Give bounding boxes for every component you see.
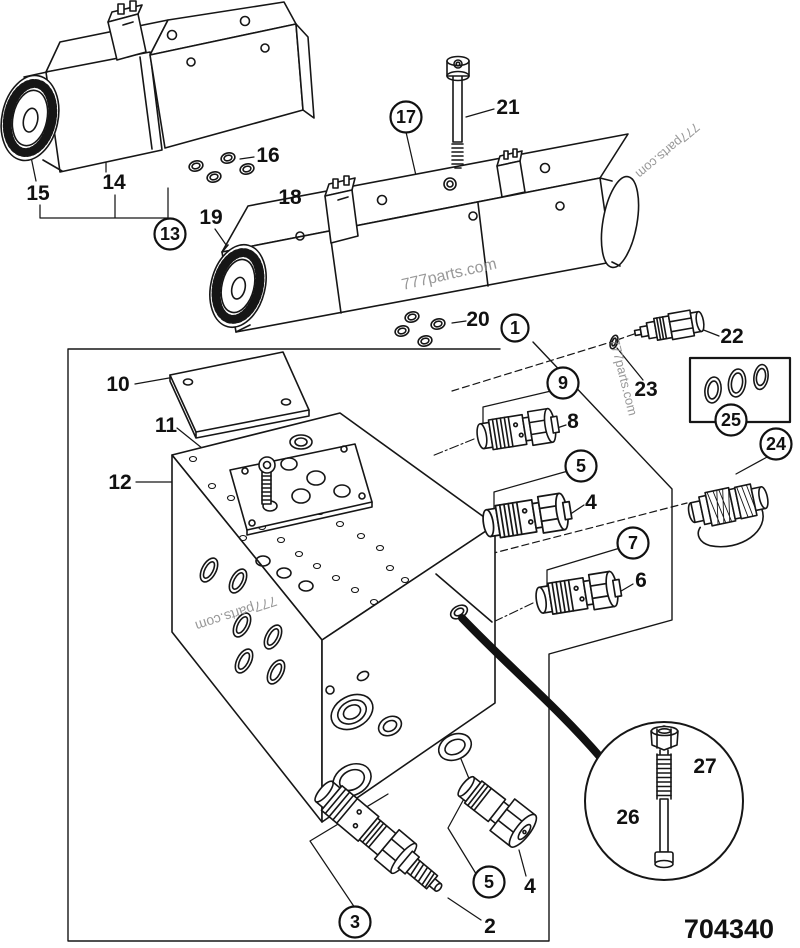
callout-23: 23 xyxy=(634,378,657,401)
callout-circle-5b xyxy=(472,865,506,899)
callout-12: 12 xyxy=(108,471,131,494)
callout-15: 15 xyxy=(26,182,50,205)
callout-21b: 21 xyxy=(496,96,520,119)
callout-circle-7 xyxy=(616,526,650,560)
callout-17: 17 xyxy=(396,107,416,127)
solenoid-valve-main xyxy=(209,133,640,333)
callout-14: 14 xyxy=(102,171,126,194)
solenoid-valve-top xyxy=(0,0,315,173)
callout-3: 3 xyxy=(350,912,360,932)
coupler-24 xyxy=(687,483,769,548)
inset-detail-circle xyxy=(584,721,744,881)
bolt-21 xyxy=(446,55,470,169)
callout-circle-24 xyxy=(759,427,793,461)
stud-26 xyxy=(654,749,674,869)
dashed-leader-lines xyxy=(451,333,688,555)
part-number: 704340 xyxy=(684,914,774,944)
callout-4-mid: 4 xyxy=(585,491,597,514)
callout-26: 26 xyxy=(616,806,639,829)
o-ring-23 xyxy=(609,334,619,350)
o-rings-16 xyxy=(188,152,255,183)
callout-8: 8 xyxy=(567,410,579,433)
pilot-valve-22 xyxy=(633,309,705,341)
callout-27: 27 xyxy=(693,755,716,778)
o-rings-20 xyxy=(394,311,446,347)
callout-circle-25 xyxy=(714,403,748,437)
magnifier-leader xyxy=(458,614,605,762)
cartridge-valve-4-bottom xyxy=(457,775,538,848)
callout-4-bottom: 4 xyxy=(524,875,536,898)
callout-circle-5m xyxy=(564,449,598,483)
callout-13: 13 xyxy=(160,224,180,244)
callout-5-bottom: 5 xyxy=(484,872,494,892)
callout-circle-17 xyxy=(389,100,423,134)
callout-5-mid: 5 xyxy=(576,456,586,476)
callout-20: 20 xyxy=(466,308,489,331)
callout-10: 10 xyxy=(106,373,129,396)
callout-circle-13 xyxy=(153,217,187,251)
detail-boundary xyxy=(67,341,673,942)
callout-24: 24 xyxy=(766,434,786,454)
callout-9: 9 xyxy=(558,373,568,393)
callout-19: 19 xyxy=(199,206,222,229)
callout-25: 25 xyxy=(721,410,741,430)
callout-16: 16 xyxy=(256,144,279,167)
screw-12 xyxy=(258,456,276,505)
callout-circle-9 xyxy=(546,366,580,400)
nut-27 xyxy=(650,725,679,751)
callout-labels: 15 14 16 18 19 21 20 22 23 8 4 6 10 11 1… xyxy=(26,96,793,939)
callout-2: 2 xyxy=(484,915,496,938)
callout-circle-1 xyxy=(500,313,530,343)
callout-7: 7 xyxy=(628,533,638,553)
callout-circle-3 xyxy=(338,905,372,939)
callout-11: 11 xyxy=(155,414,178,437)
callout-1: 1 xyxy=(510,318,520,338)
callout-18: 18 xyxy=(278,186,302,209)
cartridge-valve-8 xyxy=(474,406,562,455)
callout-22: 22 xyxy=(720,325,743,348)
cartridge-valve-2-3 xyxy=(314,780,443,892)
callout-6: 6 xyxy=(635,569,647,592)
watermark-top-right: 777parts.com xyxy=(633,120,703,182)
cover-plate-10 xyxy=(169,351,310,439)
washer-5 xyxy=(437,732,473,762)
